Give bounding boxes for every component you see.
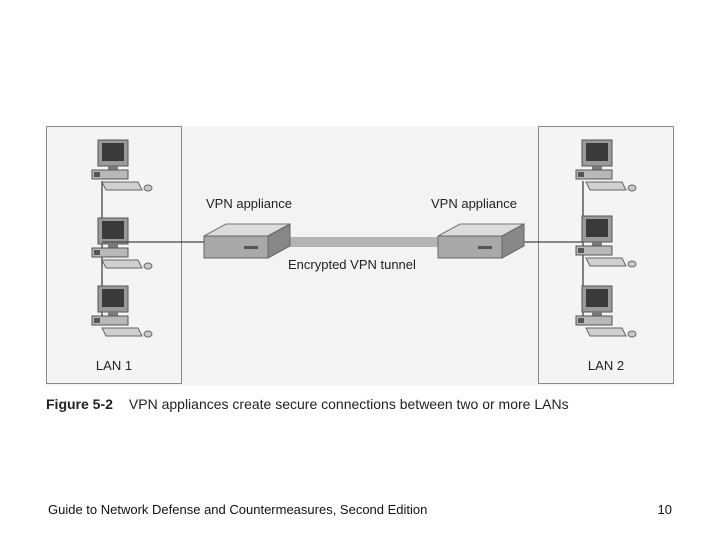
computer-icon	[91, 217, 153, 270]
caption-text: VPN appliances create secure connections…	[128, 396, 569, 412]
figure-caption: Figure 5-2 VPN appliances create secure c…	[46, 396, 674, 412]
lan-2-box: LAN 2	[538, 126, 674, 384]
tunnel-label: Encrypted VPN tunnel	[288, 257, 416, 272]
network-drawing	[91, 139, 637, 338]
computer-icon	[91, 139, 153, 192]
figure-number: Figure 5-2	[46, 396, 113, 412]
computer-icon	[575, 139, 637, 192]
computer-icon	[91, 285, 153, 338]
page-number: 10	[657, 502, 672, 517]
vpn-diagram: LAN 1 LAN 2	[46, 126, 674, 386]
footer-title: Guide to Network Defense and Countermeas…	[48, 502, 428, 517]
computer-icon	[575, 285, 637, 338]
vpn-appliance-right-label: VPN appliance	[431, 196, 517, 211]
encrypted-tunnel-bar	[282, 237, 442, 247]
vpn-appliance-left-icon	[203, 223, 291, 259]
vpn-appliance-left-label: VPN appliance	[206, 196, 292, 211]
lan-1-label: LAN 1	[95, 358, 133, 373]
vpn-appliance-right-icon	[437, 223, 525, 259]
computer-icon	[575, 215, 637, 268]
lan-2-label: LAN 2	[587, 358, 625, 373]
